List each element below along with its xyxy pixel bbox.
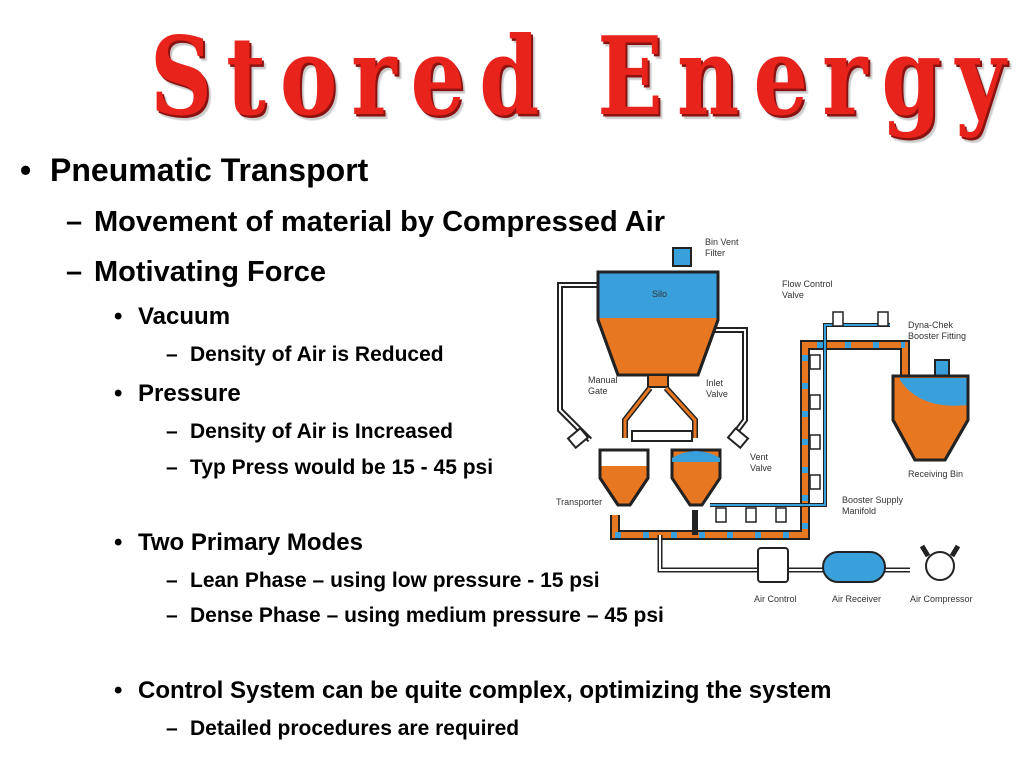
air-receiver xyxy=(822,551,886,583)
bullet-two-primary-modes: Two Primary Modes xyxy=(138,529,363,556)
label-manual-gate: Manual xyxy=(588,375,618,385)
bullet-typ-press: Typ Press would be 15 - 45 psi xyxy=(190,456,494,479)
label-air-control: Air Control xyxy=(754,594,797,604)
bullet-detailed-procedures: Detailed procedures are required xyxy=(190,717,520,740)
air-compressor xyxy=(925,551,955,581)
label-vent-valve: Vent xyxy=(750,452,769,462)
dash-marker: – xyxy=(166,717,178,740)
bullet-pneumatic-transport: Pneumatic Transport xyxy=(50,152,369,188)
label-booster-supply-manifold: Booster Supply xyxy=(842,495,904,505)
bullet-lean-phase: Lean Phase – using low pressure - 15 psi xyxy=(190,569,600,592)
bullet-marker: • xyxy=(20,152,32,188)
label-air-receiver: Air Receiver xyxy=(832,594,881,604)
label-dyna-chek: Dyna-Chek xyxy=(908,320,954,330)
slide-title: Stored Energy xyxy=(150,14,1020,141)
bullet-marker: • xyxy=(114,677,123,704)
dash-marker: – xyxy=(166,569,178,592)
inlet-valve xyxy=(631,430,693,442)
dash-marker: – xyxy=(66,256,83,288)
label-inlet-valve: Inlet xyxy=(706,378,724,388)
svg-text:Booster Fitting: Booster Fitting xyxy=(908,331,966,341)
svg-text:Valve: Valve xyxy=(782,290,804,300)
bullet-density-reduced: Density of Air is Reduced xyxy=(190,343,444,366)
vent-valve-right xyxy=(726,426,750,450)
svg-text:Manifold: Manifold xyxy=(842,506,876,516)
svg-text:Gate: Gate xyxy=(588,386,608,396)
label-air-compressor: Air Compressor xyxy=(910,594,973,604)
label-silo: Silo xyxy=(652,289,667,299)
label-receiving-bin: Receiving Bin xyxy=(908,469,963,479)
bullet-density-increased: Density of Air is Increased xyxy=(190,420,453,443)
booster-fittings xyxy=(715,311,889,523)
bullet-motivating-force: Motivating Force xyxy=(94,256,327,288)
svg-text:Valve: Valve xyxy=(706,389,728,399)
dash-marker: – xyxy=(166,420,178,443)
dash-marker: – xyxy=(66,206,83,238)
air-control xyxy=(757,547,789,583)
transporter-right xyxy=(670,448,722,507)
bullet-marker: • xyxy=(114,529,123,556)
dash-marker: – xyxy=(166,456,178,479)
manual-gate xyxy=(647,374,669,388)
pneumatic-transport-diagram: Bin Vent Filter Silo Flow Control Valve … xyxy=(556,237,973,604)
bullet-movement-of-material: Movement of material by Compressed Air xyxy=(94,206,666,238)
bullet-marker: • xyxy=(114,380,123,407)
bullet-pressure: Pressure xyxy=(138,380,241,407)
label-flow-control-valve: Flow Control xyxy=(782,279,833,289)
svg-text:Filter: Filter xyxy=(705,248,725,258)
bullet-dense-phase: Dense Phase – using medium pressure – 45… xyxy=(190,604,664,627)
label-transporter: Transporter xyxy=(556,497,602,507)
bullet-marker: • xyxy=(114,303,123,330)
svg-text:Valve: Valve xyxy=(750,463,772,473)
bin-vent-filter xyxy=(672,247,692,267)
vent-valve-left xyxy=(566,426,590,450)
label-bin-vent-filter: Bin Vent xyxy=(705,237,739,247)
silo-air-space xyxy=(598,272,718,318)
bullet-vacuum: Vacuum xyxy=(138,303,231,330)
dash-marker: – xyxy=(166,343,178,366)
bullet-control-system: Control System can be quite complex, opt… xyxy=(138,677,832,704)
dash-marker: – xyxy=(166,604,178,627)
